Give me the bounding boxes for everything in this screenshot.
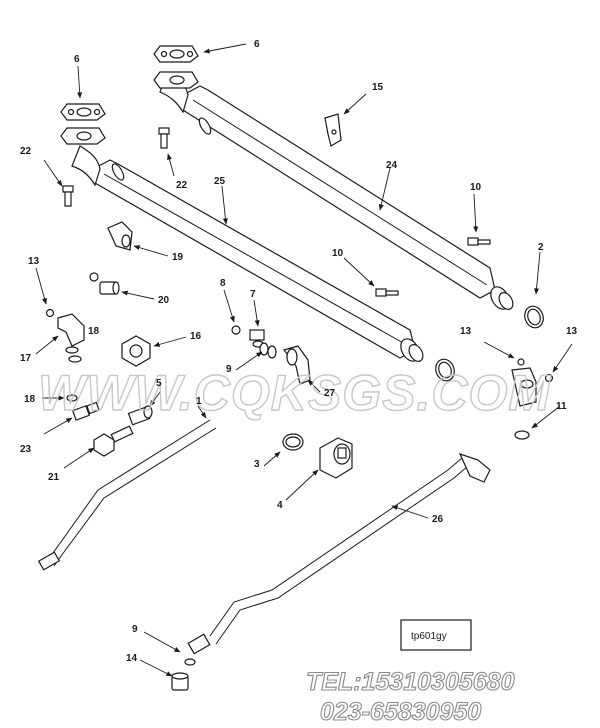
washer-11 [514,430,530,440]
washer-13-right-top [517,358,525,366]
flange-6-lower [60,103,106,145]
callout-16: 16 [190,331,202,342]
fitting-23 [71,401,100,421]
bracket-19 [107,221,133,251]
callout-26: 26 [432,514,444,525]
callout-10: 10 [470,182,482,193]
washer-9-lower [184,658,196,666]
callout-1: 1 [196,396,202,407]
callout-20: 20 [158,295,170,306]
callout-10: 10 [332,248,344,259]
callout-15: 15 [372,82,384,93]
callout-13: 13 [28,256,40,267]
callout-6: 6 [74,54,80,65]
tube-1 [37,419,217,571]
fitting-13-right [511,367,537,407]
contact-phone: 023-65830950 [320,698,481,726]
washer-8 [231,325,241,335]
callout-23: 23 [20,444,32,455]
flange-6-upper [153,45,199,89]
callout-4: 4 [277,500,283,511]
washer-13-left [45,308,55,318]
callout-17: 17 [20,353,32,364]
plug-4 [319,437,353,479]
leader-arrows [35,43,573,677]
figure-code: tp601gy [411,631,447,642]
figure-code-box: tp601gy [400,619,472,651]
callout-9: 9 [132,624,138,635]
nut-21 [93,425,134,457]
callout-22: 22 [176,180,188,191]
callout-11: 11 [556,401,567,412]
callout-5: 5 [156,378,162,389]
cap-14 [171,672,189,691]
nut-16 [121,335,151,367]
callout-18: 18 [88,326,100,337]
contact-tel: TEL:15310305680 [306,668,515,696]
fitting-20 [99,281,120,295]
callout-22: 22 [20,146,32,157]
callout-7: 7 [250,289,256,300]
bolt-10-upper [467,237,491,246]
callout-21: 21 [48,472,60,483]
callout-13: 13 [460,326,472,337]
callout-numbers: 6 6 15 22 22 24 25 10 10 2 19 13 20 8 7 … [20,39,578,664]
elbow-17 [57,313,85,354]
callout-18: 18 [24,394,36,405]
callout-14: 14 [126,653,138,664]
fitting-5 [127,405,153,426]
bolt-22-upper [158,127,170,149]
callout-6: 6 [254,39,260,50]
callout-24: 24 [386,160,398,171]
callout-2: 2 [538,242,544,253]
callout-27: 27 [324,388,336,399]
contact-watermark: TEL:15310305680 023-65830950 [305,667,515,726]
clamp-15 [324,113,342,147]
fitting-9-upper [259,342,277,359]
bolt-10-lower [375,288,399,297]
callout-13: 13 [566,326,578,337]
callout-3: 3 [254,459,260,470]
callout-9: 9 [226,364,232,375]
callout-8: 8 [220,278,226,289]
callout-25: 25 [214,176,226,187]
washer-13-right-side [544,373,554,383]
tube-26 [187,452,491,655]
pipe-24 [159,71,514,310]
pipe-25 [71,145,424,362]
watermark: WWW.CQKSGS.COM [38,365,551,421]
washer-18-lower [66,394,78,402]
washer-18-upper [68,355,82,363]
callout-19: 19 [172,252,184,263]
bolt-22-lower [62,185,74,207]
washer-20 [89,272,99,282]
